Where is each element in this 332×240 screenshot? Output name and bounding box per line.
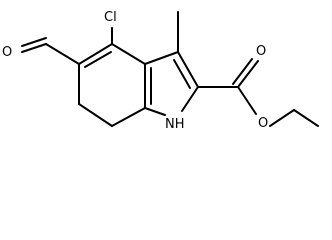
structure-diagram: Cl O NH O O (2, 10, 319, 132)
bond-ester-carbonyl (237, 60, 259, 88)
bond-c4-c5-double (84, 51, 112, 68)
bond-c3-c2-double (173, 59, 191, 89)
bond-c5-cho (45, 43, 80, 65)
chlorine-label: Cl (104, 10, 117, 25)
nh-label: NH (165, 117, 185, 132)
bond-cho-o (21, 43, 47, 53)
bond-n1-c7a (144, 107, 166, 116)
bond-o-ch2 (269, 109, 295, 127)
bond-ester-carbonyl-double (232, 58, 253, 85)
aldehyde-oxygen-label: O (2, 45, 12, 60)
bond-c3a-c3 (144, 51, 179, 65)
bond-c6-c7 (78, 103, 113, 127)
carbonyl-oxygen-label: O (256, 44, 266, 59)
bond-cho-o-double (21, 37, 47, 47)
bond-c2-n1 (181, 86, 199, 112)
bond-ester-c-o (237, 86, 257, 115)
bond-c4-c5 (78, 43, 113, 65)
bond-ch2-ch3 (293, 109, 319, 127)
bond-c4-c3a (111, 43, 146, 65)
bond-c7-c7a (111, 107, 146, 127)
bond-c3-c2 (177, 51, 199, 88)
ether-oxygen-label: O (258, 116, 268, 131)
